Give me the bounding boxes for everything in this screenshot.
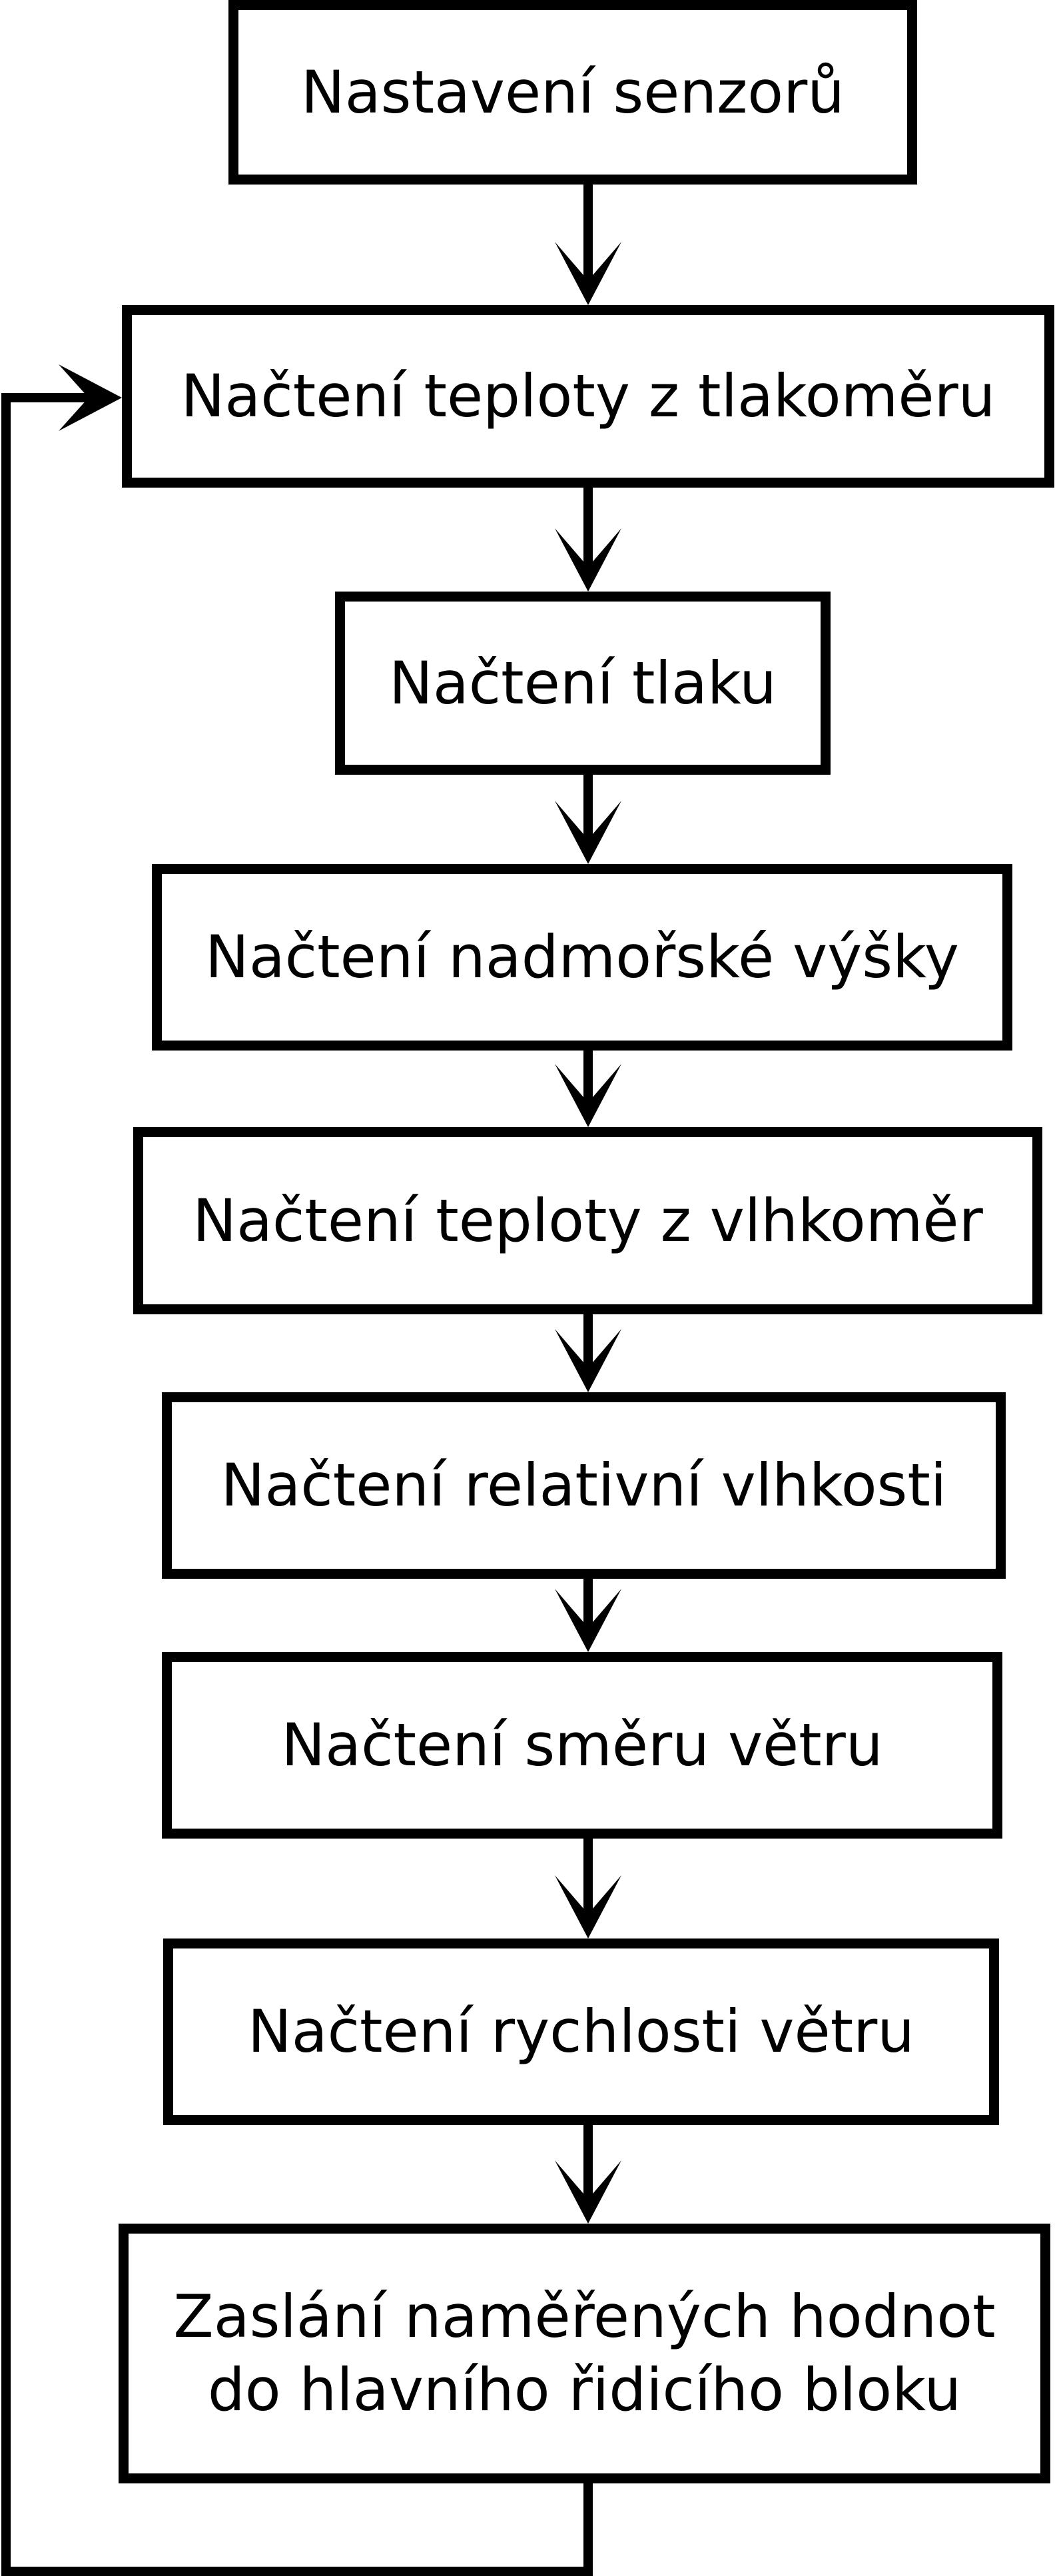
arrow-down-icon [555, 185, 621, 305]
flow-node-read-altitude: Načtení nadmořské výšky [152, 864, 1012, 1051]
arrow-down-icon [555, 1839, 621, 1938]
arrow-down-icon [555, 1051, 621, 1127]
arrow-right-icon [59, 364, 122, 431]
flow-node-read-wind-speed: Načtení rychlosti větru [163, 1938, 999, 2125]
arrow-down-icon [555, 1314, 621, 1392]
flow-node-send-values: Zaslání naměřených hodnot do hlavního ři… [119, 2224, 1050, 2483]
flow-node-read-wind-direction: Načtení směru větru [162, 1652, 1002, 1839]
flow-node-read-temp-hygrometer: Načtení teploty z vlhkoměr [133, 1127, 1042, 1314]
arrow-down-icon [555, 488, 621, 592]
arrow-down-icon [555, 1579, 621, 1652]
flow-node-read-relative-humidity: Načtení relativní vlhkosti [162, 1392, 1006, 1579]
arrow-down-icon [555, 775, 621, 864]
flow-node-read-pressure: Načtení tlaku [335, 592, 831, 775]
flow-node-read-temp-barometer: Načtení teploty z tlakoměru [122, 305, 1054, 488]
arrow-down-icon [555, 2125, 621, 2224]
flow-node-setup-sensors: Nastavení senzorů [228, 0, 917, 185]
